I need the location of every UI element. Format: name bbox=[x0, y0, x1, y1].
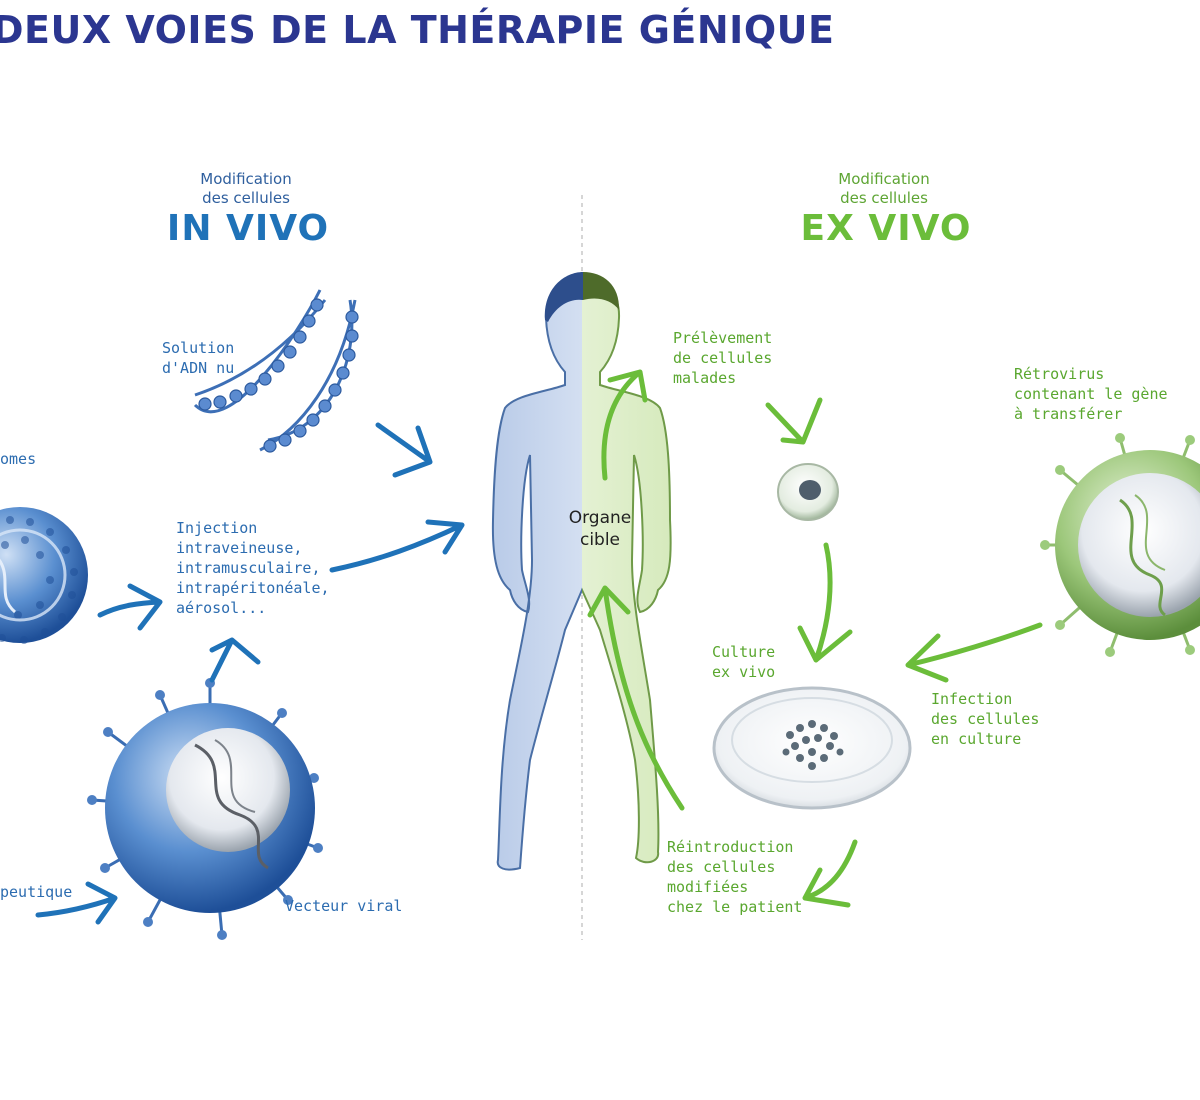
dna-helix-icon bbox=[193, 289, 359, 453]
ex-vivo-subtitle: Modification des cellules bbox=[804, 170, 964, 208]
label-liposomes: omes bbox=[0, 450, 37, 468]
arrow-injection-to-body bbox=[329, 519, 465, 573]
label-reintroduction: Réintroduction des cellules modifiées ch… bbox=[667, 838, 803, 916]
human-body-icon bbox=[491, 272, 672, 871]
in-vivo-subtitle: Modification des cellules bbox=[166, 170, 326, 208]
ex-vivo-subtitle-line1: Modification bbox=[838, 170, 930, 188]
arrow-liposome-to-injection bbox=[97, 583, 163, 631]
viral-vector-icon bbox=[87, 678, 323, 940]
label-naked-dna: Solution d'ADN nu bbox=[162, 339, 235, 377]
arrow-cell-to-dish bbox=[797, 542, 853, 663]
ex-vivo-subtitle-line2: des cellules bbox=[840, 189, 928, 207]
arrow-retrovirus-to-dish bbox=[905, 622, 1043, 683]
label-therapeutic: peutique bbox=[0, 883, 73, 901]
arrow-reintroduction-to-body bbox=[587, 585, 685, 811]
label-retrovirus: Rétrovirus contenant le gène à transfére… bbox=[1014, 365, 1168, 423]
arrow-dish-to-reintroduction bbox=[802, 839, 858, 908]
arrow-therapeutic-to-virus bbox=[35, 881, 118, 925]
petri-dish-icon bbox=[712, 686, 912, 810]
ex-vivo-heading: EX VIVO bbox=[800, 208, 972, 249]
in-vivo-subtitle-line2: des cellules bbox=[202, 189, 290, 207]
retrovirus-icon bbox=[1040, 433, 1200, 657]
label-injection: Injection intraveineuse, intramusculaire… bbox=[176, 519, 330, 617]
arrow-body-to-sampling bbox=[601, 369, 648, 481]
arrow-virus-to-injection bbox=[209, 637, 261, 683]
label-culture: Culture ex vivo bbox=[712, 643, 776, 681]
arrow-dna-to-body bbox=[375, 422, 433, 478]
page-title: DEUX VOIES DE LA THÉRAPIE GÉNIQUE bbox=[0, 8, 835, 52]
label-sampling: Prélèvement de cellules malades bbox=[673, 329, 773, 387]
arrow-sampling-to-cell bbox=[765, 397, 823, 445]
label-infection: Infection des cellules en culture bbox=[931, 690, 1040, 748]
label-target-organ: Organe cible bbox=[568, 508, 632, 550]
in-vivo-arrows bbox=[35, 422, 465, 925]
in-vivo-heading: IN VIVO bbox=[166, 208, 330, 249]
cell-icon bbox=[777, 463, 839, 521]
label-viral-vector: Vecteur viral bbox=[285, 897, 403, 915]
in-vivo-subtitle-line1: Modification bbox=[200, 170, 292, 188]
ex-vivo-arrows bbox=[587, 369, 1043, 908]
liposome-icon bbox=[0, 507, 88, 644]
